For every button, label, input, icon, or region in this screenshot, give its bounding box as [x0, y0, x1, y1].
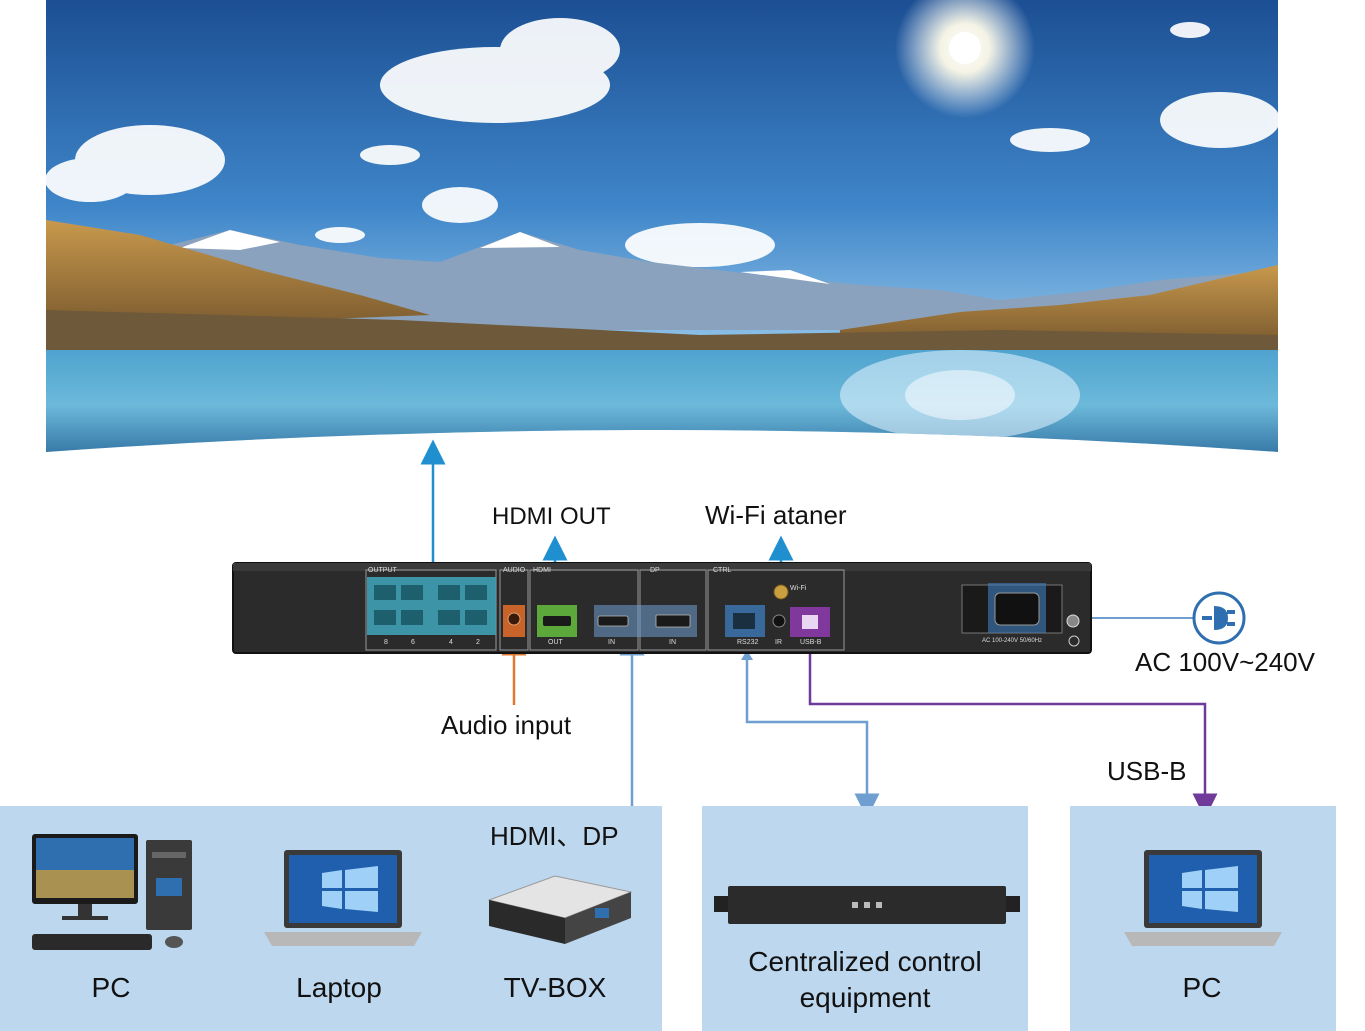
audio-input-label: Audio input [441, 710, 572, 740]
port-number-4: 4 [449, 639, 453, 646]
usb-pc-caption: PC [1182, 972, 1222, 1003]
laptop-caption: Laptop [296, 972, 382, 1003]
laptop-icon [1124, 850, 1282, 946]
hdmi-in-port-label: IN [608, 639, 615, 646]
controller-rear-panel [232, 562, 1092, 654]
wifi-port-label: Wi-Fi [790, 585, 807, 592]
curved-display-screen [46, 0, 1278, 452]
hdmi-dp-label: HDMI、DP [490, 821, 619, 851]
audio-section-label: AUDIO [503, 567, 526, 574]
port-number-6: 6 [411, 639, 415, 646]
rack-control-unit-icon [714, 886, 1020, 924]
dp-section-label: DP [650, 567, 660, 574]
wifi-antenna-label: Wi-Fi ataner [705, 500, 847, 530]
hdmi-section-label: HDMI [533, 567, 551, 574]
rs232-port-label: RS232 [737, 639, 759, 646]
desktop-pc-icon [32, 834, 192, 950]
hdmi-out-label: HDMI OUT [492, 503, 611, 530]
rs232-control-line [745, 643, 880, 819]
ir-port-label: IR [775, 639, 782, 646]
dp-in-port-label: IN [669, 639, 676, 646]
control-equipment-caption: Centralized control equipment [748, 946, 982, 1013]
laptop-icon [264, 850, 422, 946]
pc-caption: PC [91, 972, 131, 1003]
tv-box-caption: TV-BOX [503, 972, 607, 1003]
port-number-2: 2 [476, 639, 480, 646]
ac-power-label: AC 100V~240V [1135, 647, 1315, 677]
hdmi-out-port-label: OUT [548, 639, 563, 646]
power-rating-label: AC 100-240V 50/60Hz [982, 638, 1043, 644]
port-number-8: 8 [384, 639, 388, 646]
usb-b-label: USB-B [1107, 756, 1187, 786]
output-section-label: OUTPUT [368, 567, 397, 574]
ctrl-section-label: CTRL [713, 567, 732, 574]
power-plug-icon [1192, 591, 1246, 645]
tv-box-icon [487, 875, 633, 944]
usb-b-line [808, 643, 1218, 819]
usb-b-port-label: USB-B [800, 639, 822, 646]
